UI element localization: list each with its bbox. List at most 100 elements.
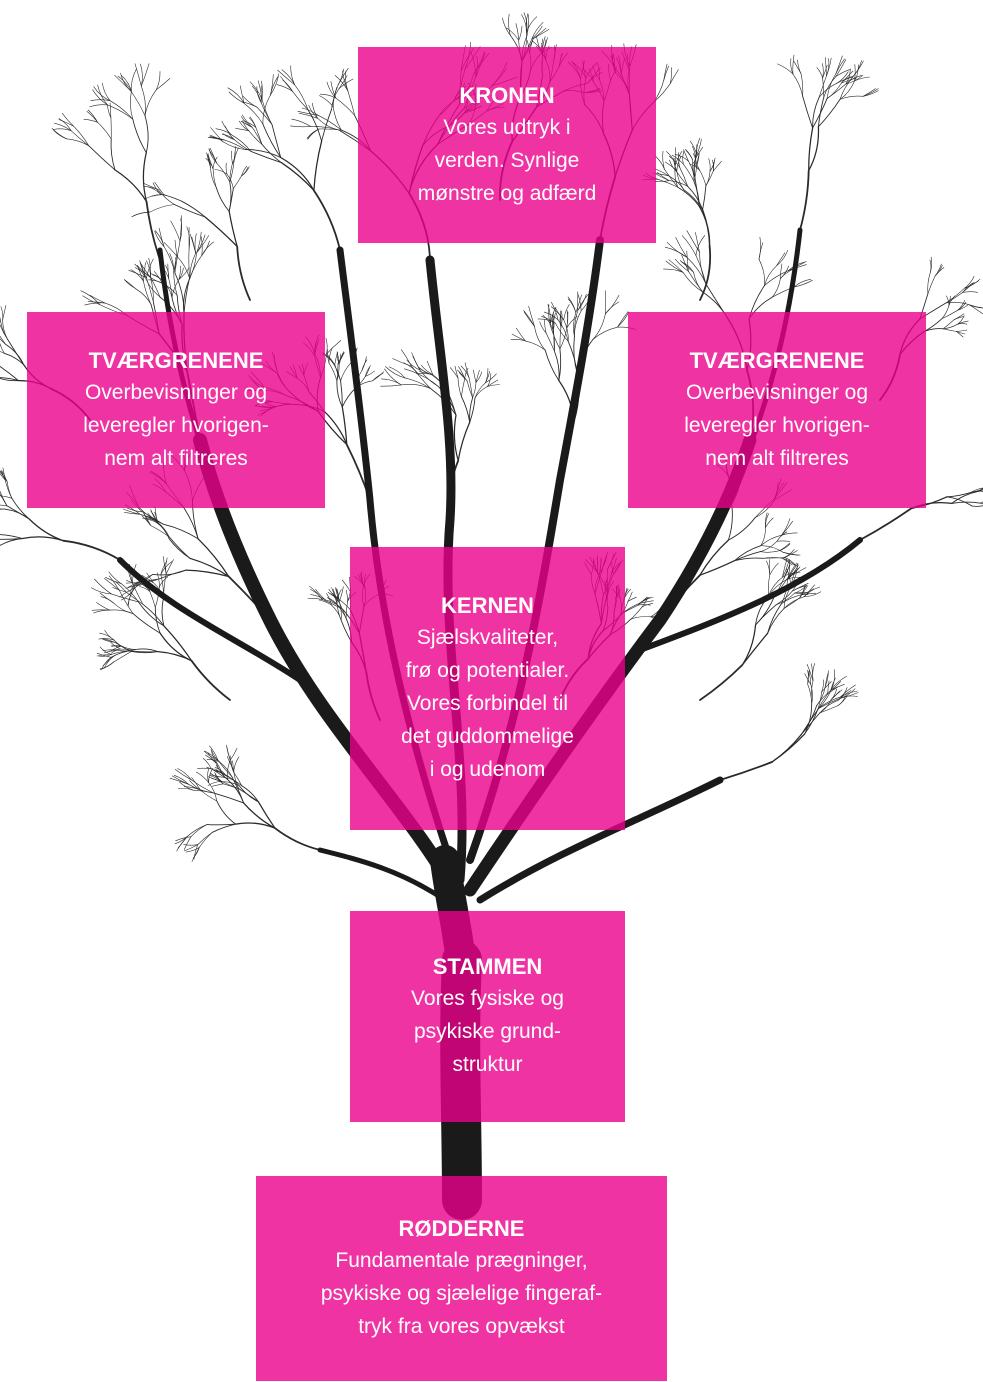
twig: [3, 352, 25, 366]
twig: [765, 517, 774, 528]
twig: [962, 282, 974, 293]
twig: [319, 95, 334, 108]
twig: [137, 601, 165, 627]
twig: [222, 141, 246, 150]
twig: [236, 245, 251, 301]
twig: [4, 479, 13, 499]
twig: [209, 775, 222, 782]
twig: [627, 596, 637, 602]
twig: [211, 823, 237, 833]
twig: [120, 72, 132, 92]
twig: [163, 194, 182, 202]
twig: [469, 397, 476, 423]
twig: [326, 340, 342, 355]
twig: [243, 102, 264, 125]
twig: [453, 414, 459, 462]
twig: [577, 294, 589, 311]
twig: [775, 590, 793, 606]
twig: [244, 149, 282, 158]
twig: [460, 365, 470, 379]
twig: [58, 119, 74, 127]
twig: [956, 331, 964, 338]
twig: [630, 616, 652, 620]
twig: [518, 25, 523, 41]
twig: [734, 551, 761, 562]
twig: [61, 112, 74, 127]
twig: [184, 836, 192, 850]
twig: [854, 64, 859, 82]
twig: [823, 76, 837, 98]
twig: [381, 378, 402, 386]
twig: [531, 25, 543, 40]
box-kernen: KERNEN Sjælskvaliteter, frø og potential…: [350, 547, 625, 830]
twig: [138, 506, 164, 525]
twig: [317, 117, 340, 131]
twig: [99, 646, 112, 655]
twig: [337, 68, 344, 86]
twig: [0, 316, 1, 322]
twig: [290, 125, 311, 128]
twig: [208, 782, 218, 802]
twig: [457, 377, 462, 397]
twig: [675, 258, 689, 272]
twig: [741, 632, 769, 666]
twig: [701, 208, 711, 247]
twig: [473, 369, 477, 383]
twig: [713, 161, 722, 172]
twig: [970, 488, 983, 493]
twig: [675, 237, 688, 258]
twig: [211, 778, 224, 785]
twig: [419, 371, 434, 375]
twig: [250, 150, 282, 164]
twig: [818, 687, 833, 709]
twig: [544, 319, 547, 334]
twig: [592, 313, 606, 340]
twig: [332, 362, 341, 382]
twig: [148, 257, 152, 278]
twig: [190, 779, 214, 794]
twig: [190, 824, 208, 838]
twig: [130, 269, 144, 282]
twig: [696, 137, 701, 155]
twig: [210, 772, 223, 782]
twig: [682, 150, 685, 165]
twig: [817, 98, 841, 128]
twig: [669, 69, 679, 84]
twig: [764, 265, 777, 286]
twig: [139, 260, 146, 278]
twig: [551, 301, 559, 321]
twig: [270, 73, 280, 96]
twig: [693, 271, 704, 293]
twig: [66, 138, 90, 147]
twig: [831, 676, 847, 689]
twig: [812, 97, 820, 129]
twig: [154, 230, 165, 247]
twig: [131, 211, 150, 218]
twig: [605, 294, 620, 315]
twig: [699, 664, 744, 701]
twig: [178, 265, 181, 280]
twig: [207, 768, 209, 783]
twig: [114, 169, 148, 203]
twig: [794, 279, 811, 288]
twig: [0, 495, 13, 499]
twig: [819, 705, 839, 714]
twig: [280, 76, 293, 92]
twig: [119, 648, 136, 650]
twig: [169, 253, 175, 273]
twig: [130, 90, 134, 120]
twig: [332, 593, 340, 604]
twig: [281, 69, 295, 86]
twig: [280, 156, 315, 192]
twig: [197, 831, 213, 845]
twig: [334, 75, 349, 92]
twig: [188, 248, 190, 279]
twig: [156, 521, 170, 538]
twig: [553, 350, 560, 382]
twig: [135, 288, 152, 305]
twig: [143, 280, 152, 305]
twig: [174, 769, 192, 781]
twig: [323, 410, 348, 446]
twig: [249, 81, 263, 100]
twig: [760, 550, 780, 553]
